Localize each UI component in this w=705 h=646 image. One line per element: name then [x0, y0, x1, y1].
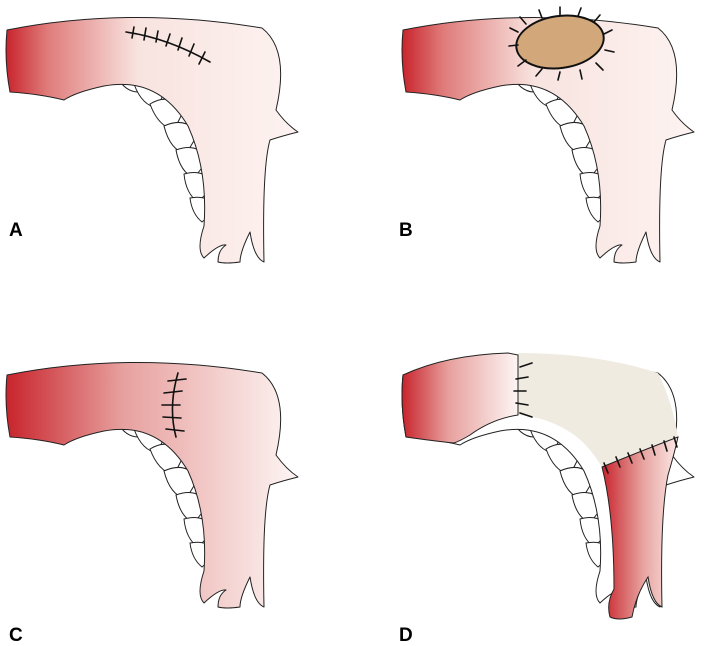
panel-b: B [399, 6, 695, 264]
panel-c: C [5, 361, 299, 646]
graft [518, 353, 678, 467]
descending-graft [601, 436, 679, 620]
panel-label-a: A [9, 220, 23, 241]
panel-d: D [399, 352, 695, 646]
panel-label-c: C [9, 625, 23, 646]
proximal-suture [513, 362, 533, 418]
suture-line [125, 26, 211, 65]
panel-label-d: D [399, 625, 413, 646]
anastomosis-suture [161, 372, 187, 438]
panel-a: A [5, 16, 299, 264]
distal-suture [603, 436, 678, 474]
patch [508, 6, 615, 81]
panel-label-b: B [399, 220, 413, 241]
